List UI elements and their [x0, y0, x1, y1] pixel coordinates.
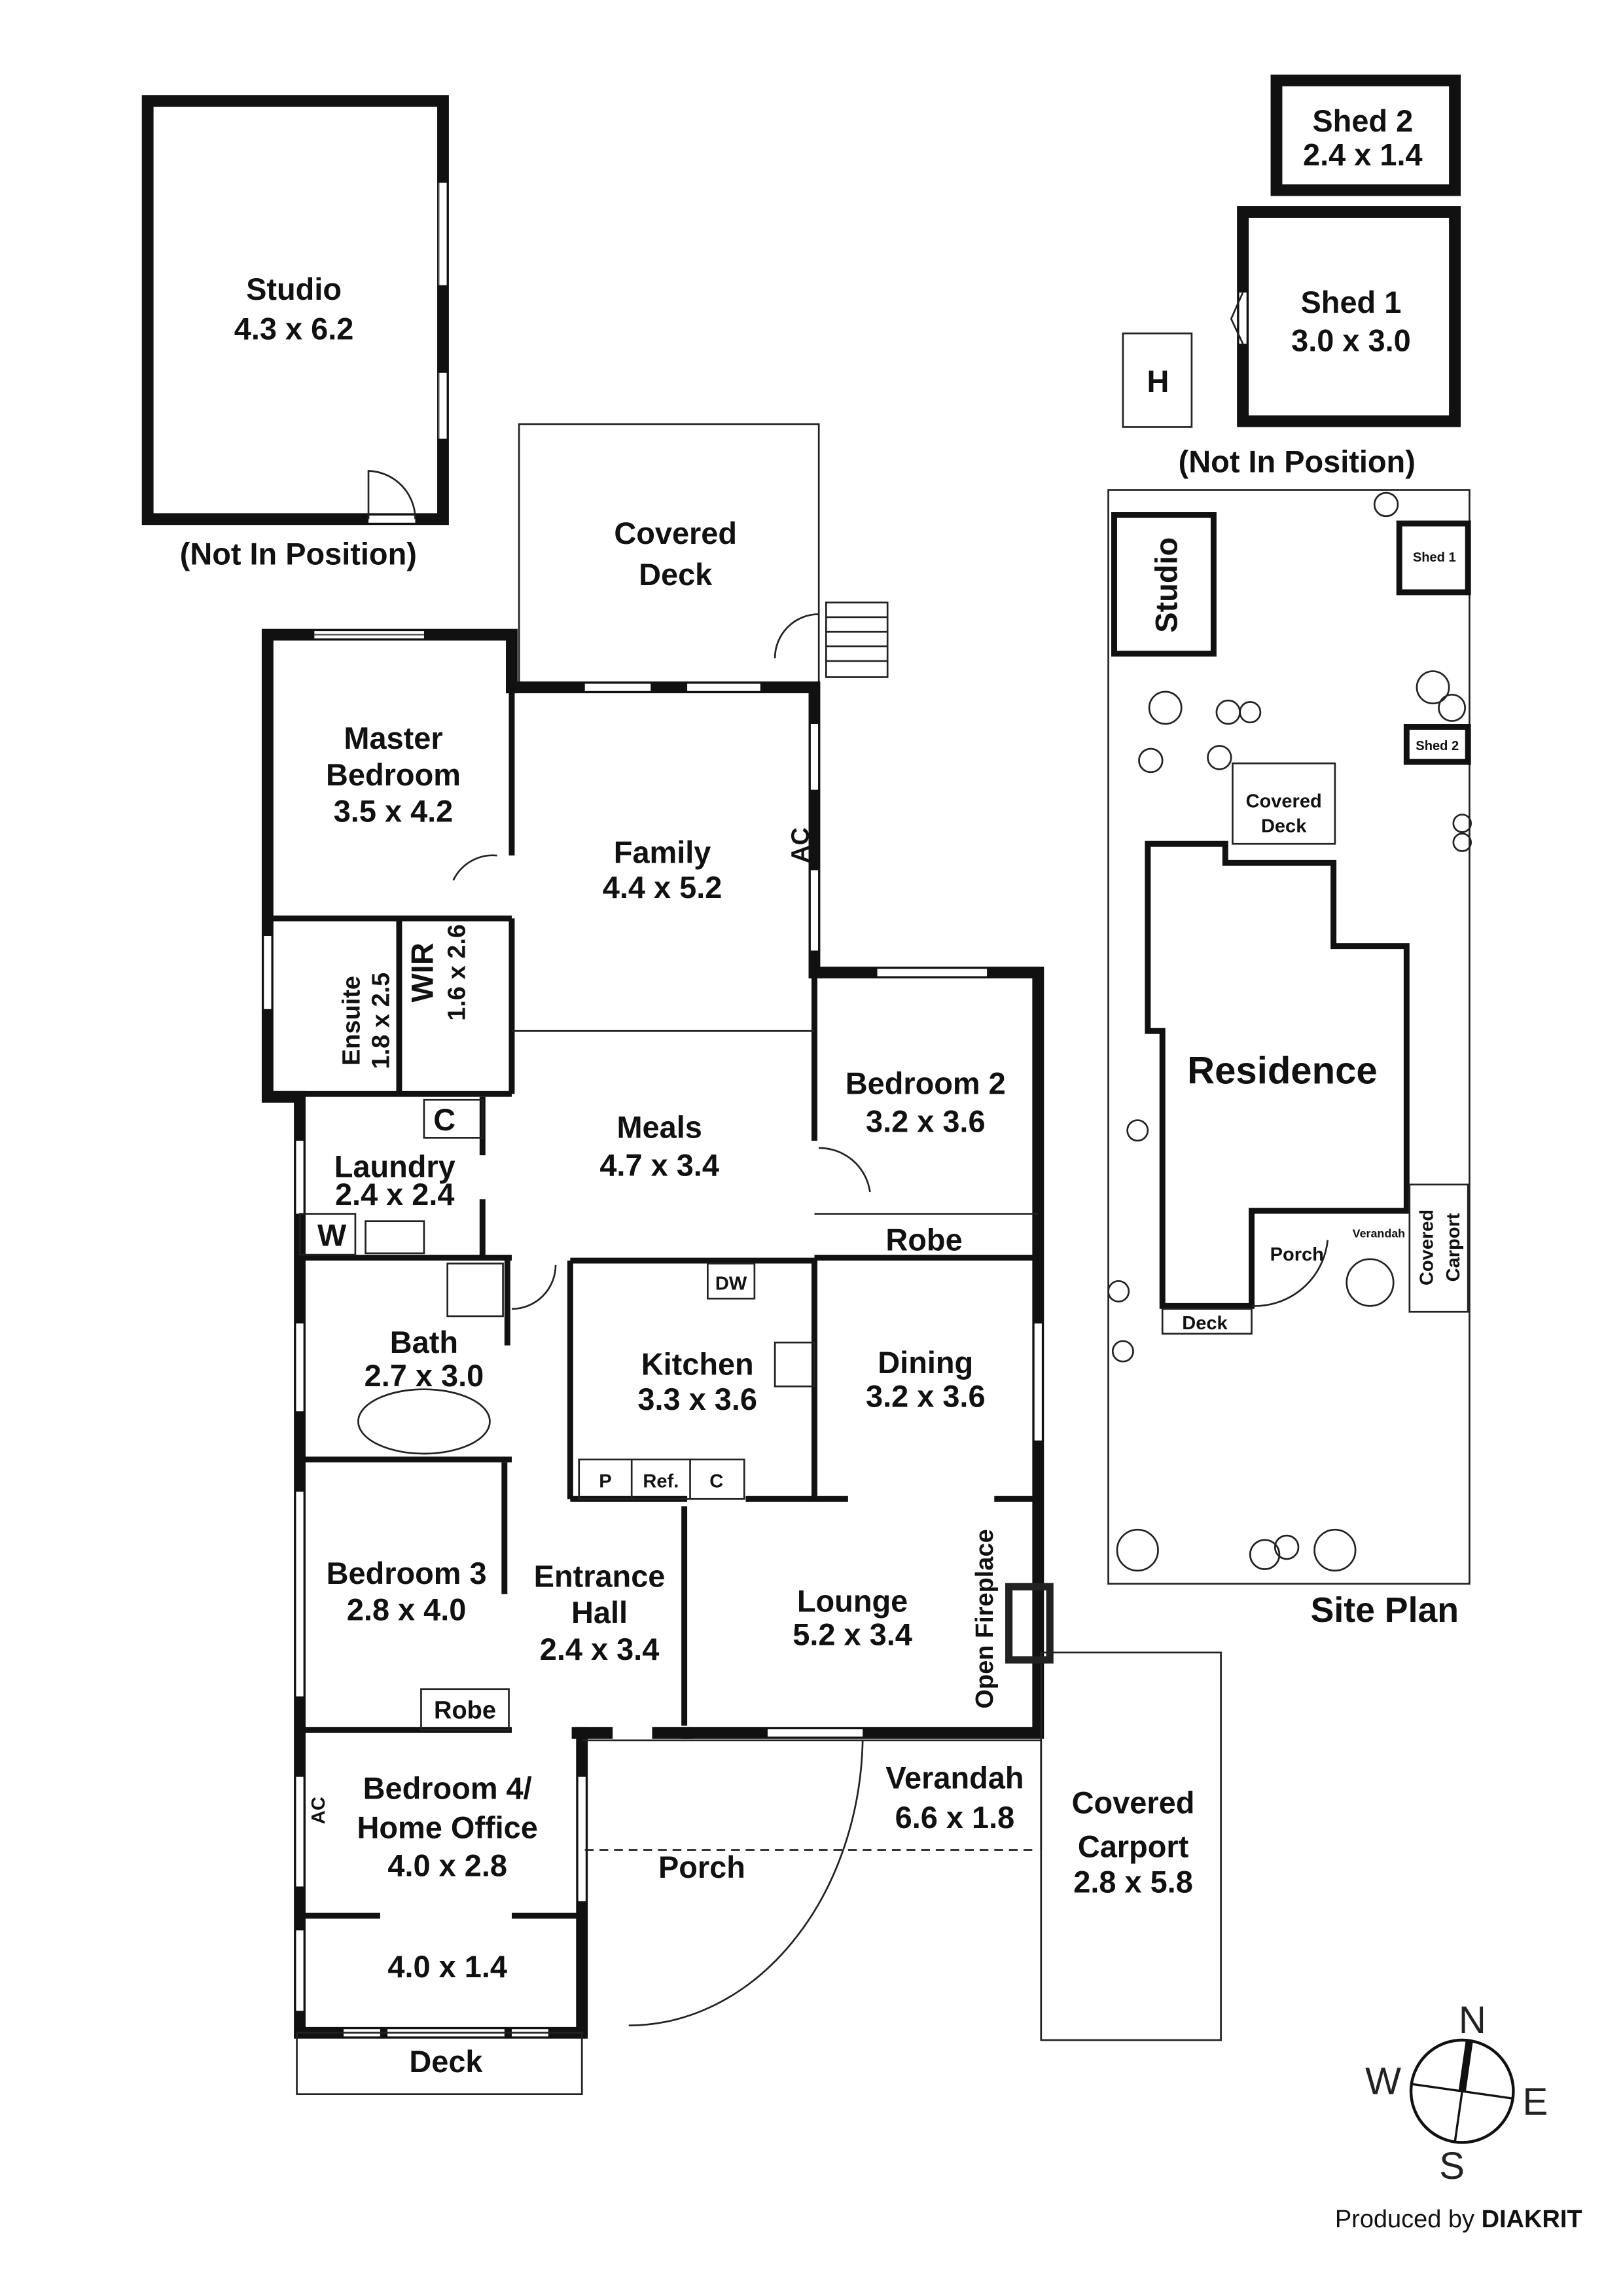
ensuite-dims: 1.8 x 2.5: [367, 973, 395, 1069]
shed1-label: Shed 1: [1301, 285, 1402, 319]
diakrit-logo: DIAKRIT: [1482, 2206, 1582, 2233]
covered-deck-label-2: Deck: [639, 558, 713, 592]
studio-label: Studio: [246, 272, 342, 306]
site-studio-label: Studio: [1150, 537, 1184, 633]
laundry-washer: W: [317, 1219, 347, 1253]
bedroom4-label: Bedroom 4/: [363, 1771, 532, 1805]
shed-2: Shed 2 2.4 x 1.4: [1270, 74, 1461, 196]
dining-label: Dining: [878, 1346, 973, 1380]
kitchen-cupboard: C: [709, 1471, 723, 1492]
bedroom4-label-2: Home Office: [357, 1811, 538, 1845]
laundry-dims: 2.4 x 2.4: [335, 1177, 455, 1211]
laundry-label: Laundry: [334, 1150, 455, 1184]
bath-dims: 2.7 x 3.0: [365, 1359, 484, 1393]
bedroom2-robe: Robe: [885, 1223, 962, 1257]
bedroom4-dims: 4.0 x 2.8: [387, 1849, 507, 1883]
kitchen-label: Kitchen: [641, 1347, 754, 1381]
compass-e: E: [1523, 2081, 1548, 2123]
bedroom3-dims: 2.8 x 4.0: [347, 1593, 467, 1627]
shed2-dims: 2.4 x 1.4: [1303, 137, 1423, 171]
compass-w: W: [1365, 2060, 1401, 2103]
lounge-dims: 5.2 x 3.4: [793, 1618, 912, 1652]
deck-label: Deck: [409, 2045, 483, 2079]
h-box: [1122, 332, 1193, 428]
site-carport-label-2: Carport: [1443, 1213, 1464, 1282]
credit-prefix: Produced by: [1335, 2206, 1474, 2233]
ensuite-label: Ensuite: [338, 976, 366, 1066]
wir-label: WIR: [405, 942, 439, 1002]
master-label-2: Bedroom: [326, 758, 461, 792]
entrance-dims: 2.4 x 3.4: [540, 1632, 660, 1666]
family-ac: AC: [787, 827, 815, 863]
dining-dims: 3.2 x 3.6: [866, 1379, 986, 1413]
studio-dims: 4.3 x 6.2: [234, 312, 354, 346]
laundry-cupboard: C: [433, 1103, 455, 1137]
site-plan-title: Site Plan: [1311, 1590, 1459, 1630]
main-house: Covered Deck Master Bedroom 3.5 x 4.2 Fa…: [261, 423, 1222, 2095]
shed2-label: Shed 2: [1312, 104, 1413, 138]
site-deck-label: Deck: [1182, 1313, 1228, 1334]
open-fireplace-label: Open Fireplace: [971, 1529, 999, 1708]
master-dims: 3.5 x 4.2: [334, 795, 454, 829]
compass-rose-icon: N E S W: [1365, 1999, 1548, 2187]
site-covered-deck-label: Covered: [1246, 791, 1322, 812]
site-covered-deck-label-2: Deck: [1261, 816, 1307, 836]
site-verandah-label: Verandah: [1353, 1227, 1405, 1240]
bedroom2-label: Bedroom 2: [846, 1066, 1006, 1100]
site-shed2-label: Shed 2: [1416, 739, 1459, 753]
sheds-not-in-position: (Not In Position): [1179, 445, 1416, 479]
entrance-label-2: Hall: [571, 1596, 628, 1630]
site-carport-label: Covered: [1417, 1210, 1438, 1285]
lounge-label: Lounge: [797, 1584, 908, 1618]
kitchen-dw: DW: [715, 1274, 747, 1295]
site-residence-label: Residence: [1187, 1050, 1378, 1092]
kitchen-dims: 3.3 x 3.6: [637, 1382, 757, 1416]
family-label: Family: [614, 835, 711, 869]
covered-deck-label: Covered: [614, 516, 737, 550]
compass-s: S: [1439, 2145, 1465, 2187]
site-porch-label: Porch: [1270, 1244, 1324, 1265]
bedroom3-label: Bedroom 3: [327, 1556, 487, 1590]
bedroom3-robe: Robe: [434, 1696, 496, 1724]
bedroom4-ac: AC: [308, 1797, 329, 1824]
verandah-dims: 6.6 x 1.8: [895, 1801, 1015, 1835]
shed1-dims: 3.0 x 3.0: [1291, 323, 1411, 357]
carport-label-2: Carport: [1078, 1830, 1189, 1864]
site-shed1-label: Shed 1: [1413, 550, 1456, 565]
family-dims: 4.4 x 5.2: [603, 870, 722, 905]
compass-n: N: [1459, 1999, 1486, 2041]
studio-not-in-position: (Not In Position): [180, 537, 417, 571]
bedroom2-dims: 3.2 x 3.6: [866, 1104, 986, 1138]
meals-dims: 4.7 x 3.4: [599, 1148, 719, 1182]
kitchen-fridge: Ref.: [643, 1471, 679, 1492]
master-label: Master: [344, 721, 442, 755]
verandah-label: Verandah: [885, 1761, 1024, 1795]
entrance-label: Entrance: [534, 1559, 666, 1593]
meals-label: Meals: [616, 1110, 702, 1144]
h-label: H: [1147, 365, 1169, 399]
site-plan: Studio Shed 1 Shed 2 Covered Deck Reside…: [1107, 489, 1472, 1630]
carport-dims: 2.8 x 5.8: [1073, 1865, 1193, 1899]
produced-by: Produced by DIAKRIT: [1335, 2206, 1582, 2233]
wir-dims: 1.6 x 2.6: [443, 924, 471, 1021]
sunroom-dims: 4.0 x 1.4: [387, 1950, 507, 1984]
porch-label: Porch: [658, 1850, 745, 1884]
carport-label: Covered: [1072, 1786, 1195, 1820]
shed-1: Shed 1 3.0 x 3.0: [1230, 206, 1461, 427]
studio-building: Studio 4.3 x 6.2 (Not In Position): [141, 95, 449, 571]
bath-label: Bath: [390, 1325, 458, 1359]
kitchen-pantry: P: [599, 1471, 611, 1492]
